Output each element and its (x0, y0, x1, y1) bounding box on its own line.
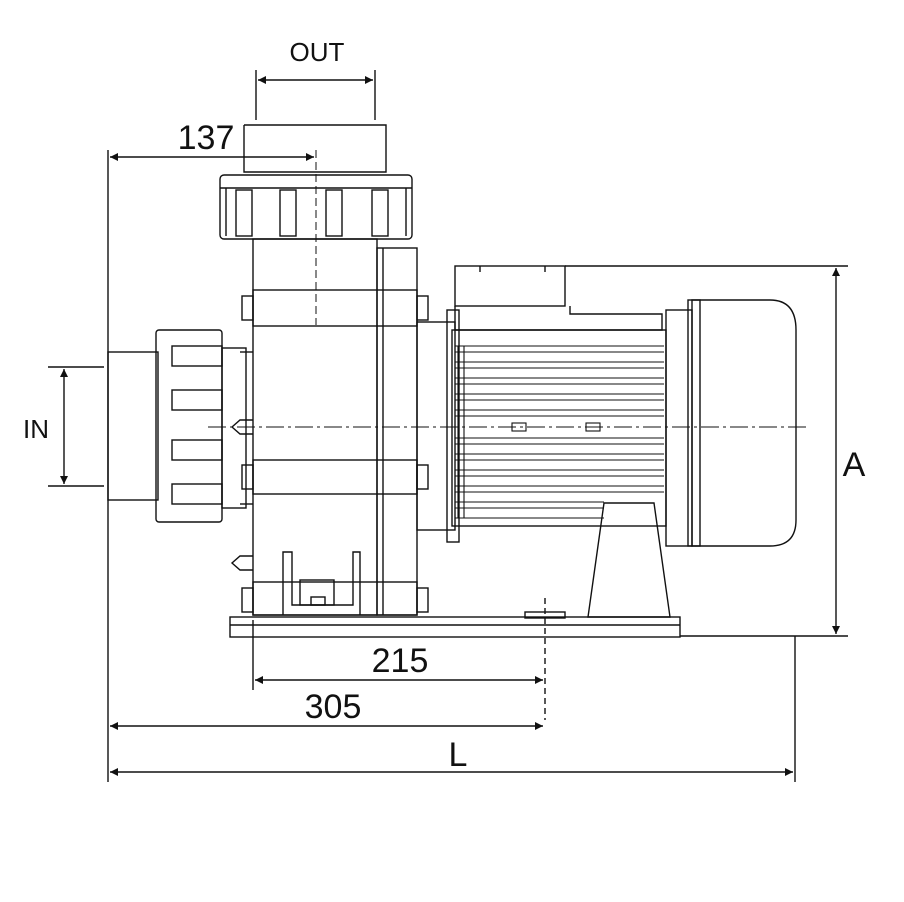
label-in: IN (23, 414, 49, 444)
label-215: 215 (372, 642, 429, 680)
pump-housing (230, 238, 429, 616)
label-137: 137 (178, 119, 235, 157)
motor (416, 265, 797, 618)
inlet-union (107, 329, 253, 523)
label-l: L (449, 736, 468, 774)
label-305: 305 (305, 688, 362, 726)
label-a: A (843, 446, 866, 484)
base-plate (229, 611, 681, 638)
motor-cooling-fins (455, 345, 664, 519)
label-out: OUT (290, 37, 345, 67)
